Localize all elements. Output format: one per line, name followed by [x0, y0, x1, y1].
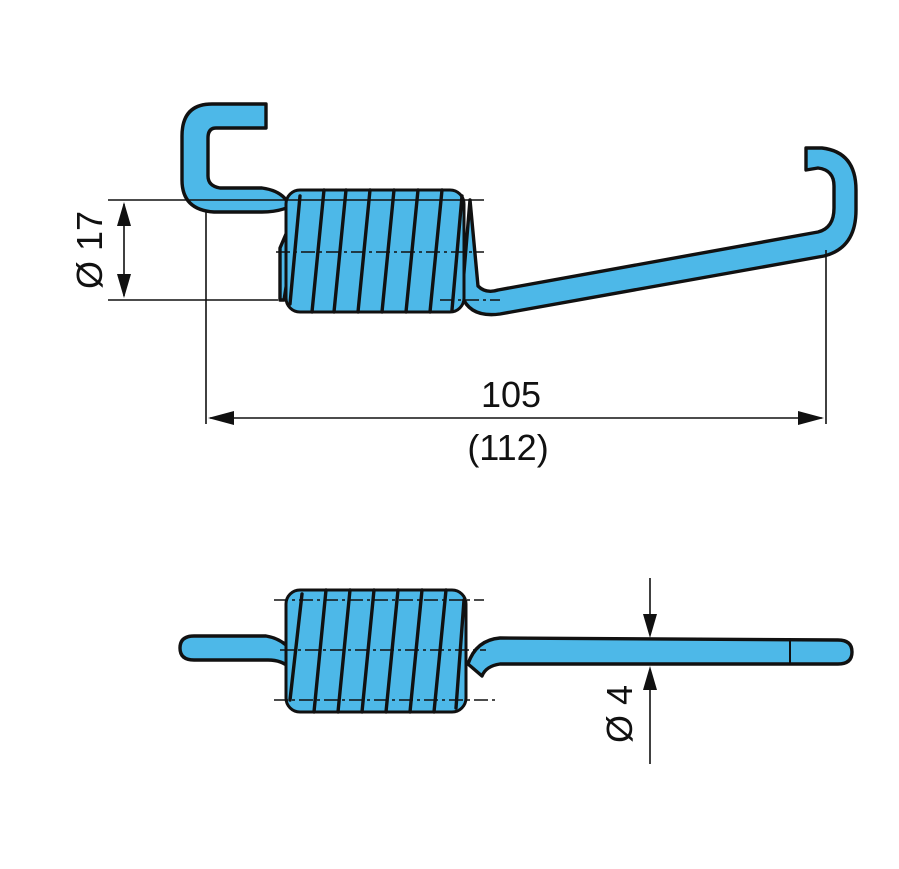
- spring-top-view: [178, 588, 854, 714]
- left-hook: [180, 102, 302, 302]
- spring-side-view: [180, 102, 858, 317]
- length-label: 105: [481, 374, 541, 415]
- left-wire-end: [178, 634, 300, 670]
- wire-diameter-dimension: Ø 4: [599, 578, 657, 764]
- coil-diameter-label: Ø 17: [69, 211, 110, 289]
- coil-body-bottom: [284, 588, 468, 714]
- wire-diameter-label: Ø 4: [599, 685, 640, 743]
- length-dimension: 105 (112): [205, 210, 827, 468]
- coil-body-top: [284, 188, 466, 314]
- length-alt-label: (112): [467, 427, 548, 468]
- coil-diameter-dimension: Ø 17: [69, 199, 484, 301]
- right-wire-end: [466, 636, 854, 678]
- right-arm: [460, 146, 858, 317]
